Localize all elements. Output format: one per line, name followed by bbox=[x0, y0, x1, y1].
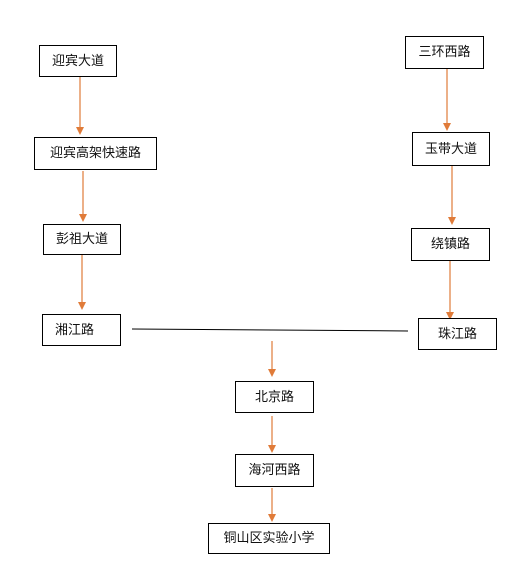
connector-xiangjiang-zhujiang bbox=[131, 328, 409, 332]
node-pengzu-dadao: 彭祖大道 bbox=[43, 224, 121, 255]
node-yingbin-gaojia: 迎宾高架快速路 bbox=[34, 137, 157, 170]
node-yingbin-dadao: 迎宾大道 bbox=[39, 45, 117, 77]
node-school: 铜山区实验小学 bbox=[208, 523, 330, 554]
node-zhujiang-lu: 珠江路 bbox=[418, 318, 497, 350]
node-yudai-dadao: 玉带大道 bbox=[412, 132, 490, 166]
node-beijing-lu: 北京路 bbox=[235, 381, 314, 413]
node-haihe-xilu: 海河西路 bbox=[235, 454, 314, 487]
node-sanhuan-xilu: 三环西路 bbox=[405, 36, 484, 69]
node-xiangjiang-lu: 湘江路 bbox=[42, 314, 121, 346]
node-raozhen-lu: 绕镇路 bbox=[411, 228, 490, 261]
